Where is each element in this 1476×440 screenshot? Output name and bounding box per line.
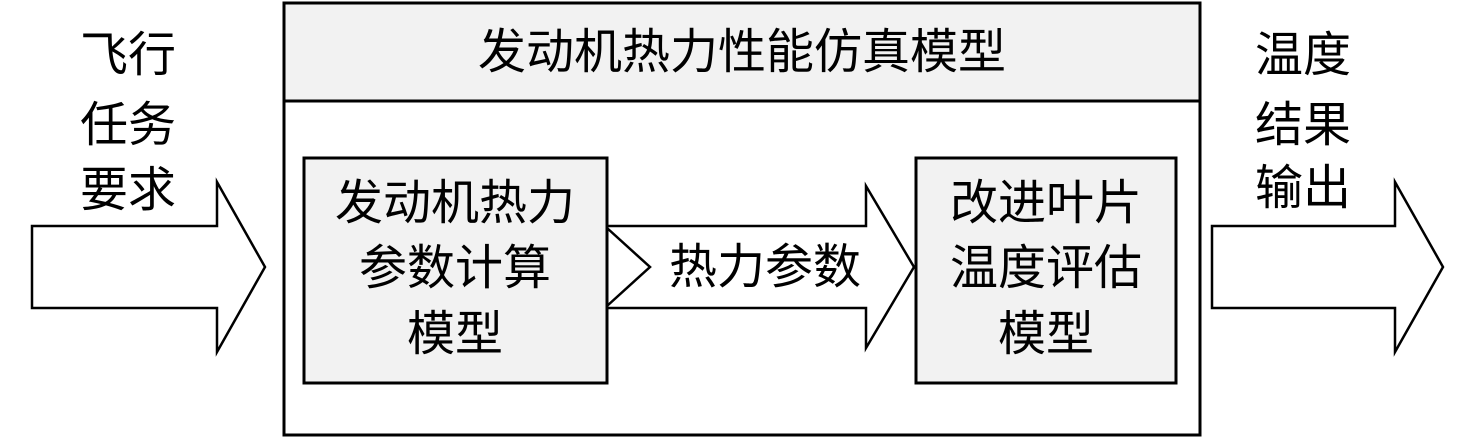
left-model-line-3: 模型 [407,306,503,362]
thermal-parameters-arrow-shape [605,181,916,353]
input-label-line-3: 要求 [80,162,176,218]
left-model-line-1: 发动机热力 [335,175,575,231]
container-title: 发动机热力性能仿真模型 [478,24,1006,80]
right-model-line-2: 温度评估 [950,240,1142,296]
output-arrow-shape [1210,177,1445,357]
output-label-line-3: 输出 [1255,160,1351,216]
engine-thermal-parameter-model: 发动机热力 参数计算 模型 [302,156,609,385]
engine-thermal-parameter-model-box [302,156,609,385]
output-arrow: 温度 结果 输出 [1210,27,1445,357]
right-model-line-1: 改进叶片 [950,175,1142,231]
thermal-parameters-arrow-notch [606,227,652,307]
left-model-line-2: 参数计算 [359,240,551,296]
output-label-line-2: 结果 [1255,97,1351,153]
input-label-line-2: 任务 [80,97,176,153]
improved-blade-temperature-model: 改进叶片 温度评估 模型 [914,156,1178,385]
input-arrow: 飞行 任务 要求 [30,27,267,357]
right-model-line-3: 模型 [998,306,1094,362]
input-label-line-1: 飞行 [80,27,176,83]
improved-blade-temperature-model-box [914,156,1178,385]
container-title-bar [282,1,1202,103]
thermal-parameters-arrow: 热力参数 [605,181,916,353]
input-arrow-shape [30,177,267,357]
thermal-parameters-label: 热力参数 [669,239,861,295]
output-label-line-1: 温度 [1255,27,1351,83]
